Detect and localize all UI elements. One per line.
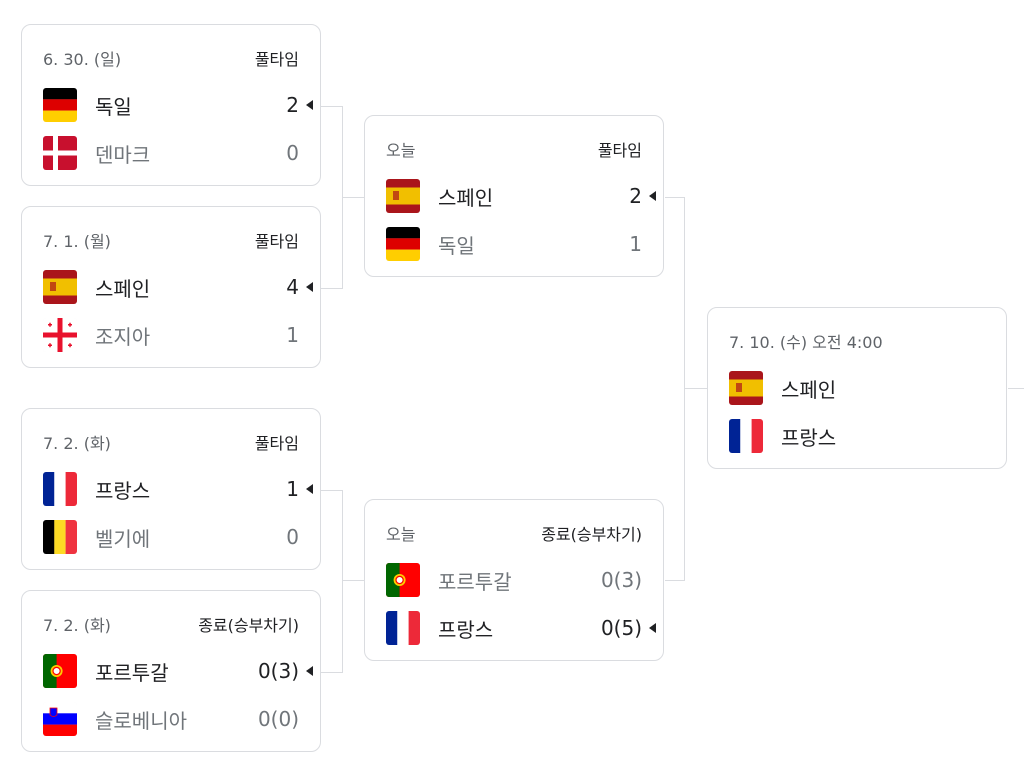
team-name: 스페인 bbox=[781, 377, 837, 402]
team-score: 2 bbox=[629, 184, 642, 208]
team-row: 프랑스 bbox=[729, 418, 985, 454]
team-score: 0 bbox=[286, 141, 299, 165]
team-name: 독일 bbox=[95, 94, 132, 119]
match-status: 종료(승부차기) bbox=[198, 616, 299, 635]
belgium-flag-icon bbox=[43, 520, 77, 554]
match-date: 7. 1. (월) bbox=[43, 232, 111, 251]
match-status: 풀타임 bbox=[254, 434, 299, 453]
bracket-connector bbox=[321, 672, 343, 673]
match-date: 오늘 bbox=[386, 525, 416, 544]
team-score: 0 bbox=[286, 525, 299, 549]
match-card-qf-1[interactable]: 오늘 풀타임 스페인 2 독일 1 bbox=[364, 115, 664, 277]
team-row: 스페인 4 bbox=[43, 269, 313, 305]
team-score: 4 bbox=[286, 275, 299, 299]
winner-arrow-icon bbox=[649, 191, 656, 201]
team-name: 조지아 bbox=[95, 324, 151, 349]
bracket-connector bbox=[321, 490, 343, 491]
team-name: 독일 bbox=[438, 233, 475, 258]
team-name: 포르투갈 bbox=[95, 660, 169, 685]
spain-flag-icon bbox=[386, 179, 420, 213]
bracket-connector bbox=[665, 580, 685, 581]
germany-flag-icon bbox=[386, 227, 420, 261]
team-name: 벨기에 bbox=[95, 526, 151, 551]
team-row: 스페인 2 bbox=[386, 178, 656, 214]
team-name: 포르투갈 bbox=[438, 569, 512, 594]
team-name: 프랑스 bbox=[438, 617, 494, 642]
denmark-flag-icon bbox=[43, 136, 77, 170]
team-row: 슬로베니아 0(0) bbox=[43, 701, 299, 737]
team-row: 프랑스 1 bbox=[43, 471, 313, 507]
team-score: 0(0) bbox=[257, 707, 299, 731]
team-score: 1 bbox=[286, 323, 299, 347]
match-card-qf-2[interactable]: 오늘 종료(승부차기) 포르투갈 0(3) 프랑스 0(5) bbox=[364, 499, 664, 661]
winner-arrow-icon bbox=[306, 666, 313, 676]
team-name: 스페인 bbox=[95, 276, 151, 301]
team-score: 1 bbox=[629, 232, 642, 256]
team-row: 독일 1 bbox=[386, 226, 642, 262]
team-name: 스페인 bbox=[438, 185, 494, 210]
match-date: 7. 2. (화) bbox=[43, 616, 111, 635]
match-date: 오늘 bbox=[386, 141, 416, 160]
team-row: 독일 2 bbox=[43, 87, 313, 123]
bracket-connector bbox=[342, 490, 343, 673]
match-status: 풀타임 bbox=[254, 232, 299, 251]
team-row: 벨기에 0 bbox=[43, 519, 299, 555]
bracket-connector bbox=[665, 197, 685, 198]
match-date: 7. 10. (수) 오전 4:00 bbox=[729, 333, 883, 352]
team-name: 프랑스 bbox=[781, 425, 837, 450]
match-card-r16-3[interactable]: 7. 2. (화) 풀타임 프랑스 1 벨기에 0 bbox=[21, 408, 321, 570]
france-flag-icon bbox=[43, 472, 77, 506]
bracket-connector bbox=[684, 388, 708, 389]
team-row: 스페인 bbox=[729, 370, 985, 406]
germany-flag-icon bbox=[43, 88, 77, 122]
team-score: 0(3) bbox=[257, 659, 299, 683]
winner-arrow-icon bbox=[306, 100, 313, 110]
bracket-connector bbox=[342, 580, 365, 581]
match-card-semifinal[interactable]: 7. 10. (수) 오전 4:00 스페인 프랑스 bbox=[707, 307, 1007, 469]
team-name: 슬로베니아 bbox=[95, 708, 187, 733]
team-row: 조지아 1 bbox=[43, 317, 299, 353]
france-flag-icon bbox=[729, 419, 763, 453]
match-date: 7. 2. (화) bbox=[43, 434, 111, 453]
team-score: 1 bbox=[286, 477, 299, 501]
match-date: 6. 30. (일) bbox=[43, 50, 122, 69]
team-name: 덴마크 bbox=[95, 142, 151, 167]
france-flag-icon bbox=[386, 611, 420, 645]
match-card-r16-2[interactable]: 7. 1. (월) 풀타임 스페인 4 조지아 1 bbox=[21, 206, 321, 368]
team-row: 프랑스 0(5) bbox=[386, 610, 656, 646]
georgia-flag-icon bbox=[43, 318, 77, 352]
match-status: 풀타임 bbox=[254, 50, 299, 69]
bracket-connector bbox=[684, 197, 685, 581]
team-name: 프랑스 bbox=[95, 478, 151, 503]
portugal-flag-icon bbox=[43, 654, 77, 688]
team-score: 0(5) bbox=[600, 616, 642, 640]
winner-arrow-icon bbox=[306, 282, 313, 292]
match-status: 종료(승부차기) bbox=[541, 525, 642, 544]
bracket-connector bbox=[321, 106, 343, 107]
match-card-r16-4[interactable]: 7. 2. (화) 종료(승부차기) 포르투갈 0(3) 슬로베니아 0(0) bbox=[21, 590, 321, 752]
spain-flag-icon bbox=[729, 371, 763, 405]
bracket-connector bbox=[321, 288, 343, 289]
winner-arrow-icon bbox=[649, 623, 656, 633]
winner-arrow-icon bbox=[306, 484, 313, 494]
team-score: 0(3) bbox=[600, 568, 642, 592]
team-score: 2 bbox=[286, 93, 299, 117]
team-row: 포르투갈 0(3) bbox=[43, 653, 313, 689]
slovenia-flag-icon bbox=[43, 702, 77, 736]
team-row: 덴마크 0 bbox=[43, 135, 299, 171]
spain-flag-icon bbox=[43, 270, 77, 304]
team-row: 포르투갈 0(3) bbox=[386, 562, 642, 598]
bracket-connector bbox=[342, 197, 365, 198]
bracket-connector bbox=[1008, 388, 1024, 389]
match-card-r16-1[interactable]: 6. 30. (일) 풀타임 독일 2 덴마크 0 bbox=[21, 24, 321, 186]
portugal-flag-icon bbox=[386, 563, 420, 597]
match-status: 풀타임 bbox=[597, 141, 642, 160]
